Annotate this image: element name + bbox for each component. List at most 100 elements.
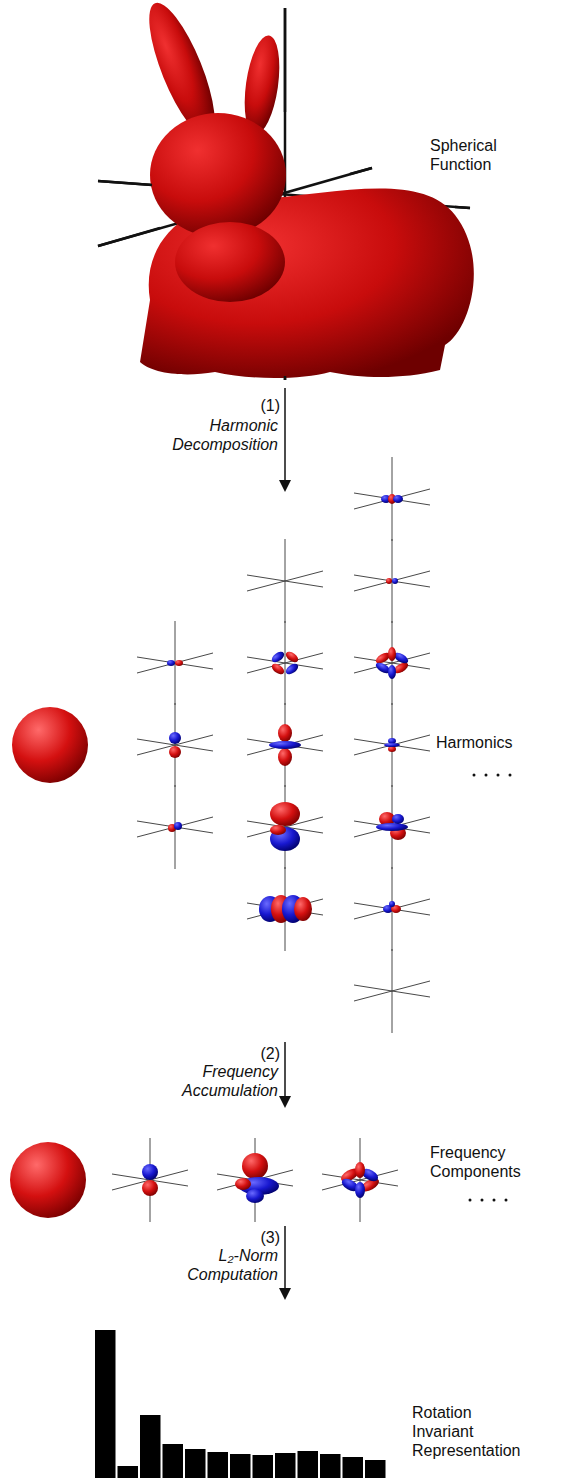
arrow-head — [279, 480, 291, 492]
bunny-head — [150, 113, 286, 237]
figure-label: Frequency Components — [430, 1143, 550, 1181]
harmonic-lobe — [386, 578, 392, 584]
histogram-bar — [140, 1415, 161, 1478]
axis-line — [354, 571, 430, 591]
harmonic-lobe — [167, 660, 175, 666]
harmonic-lobe — [242, 1153, 268, 1179]
harmonic-lobe — [12, 707, 88, 783]
harmonic-lobe — [389, 901, 395, 907]
harmonic-glyph — [354, 785, 430, 869]
harmonic-glyph — [137, 621, 213, 705]
stage-arrow — [279, 388, 291, 492]
bunny-figure — [98, 0, 474, 380]
harmonic-lobe — [376, 823, 408, 831]
axis-line — [98, 228, 160, 246]
step-name: Frequency Accumulation — [150, 1062, 278, 1100]
harmonic-lobe — [392, 814, 404, 824]
axis-line — [98, 181, 152, 185]
harmonic-glyph — [10, 1142, 86, 1218]
harmonic-lobe — [269, 741, 301, 749]
harmonic-glyph — [247, 703, 323, 787]
harmonic-lobe — [235, 1178, 251, 1190]
step-number: (2) — [248, 1044, 280, 1063]
axis-line — [354, 575, 430, 587]
harmonic-glyph — [247, 785, 323, 869]
harmonic-lobe — [174, 822, 182, 830]
harmonic-lobe — [169, 746, 181, 758]
histogram-bar — [230, 1454, 251, 1478]
axis-line — [354, 735, 430, 755]
harmonic-glyph — [137, 785, 213, 869]
harmonic-glyph — [354, 539, 430, 623]
arrow-shaft — [284, 388, 286, 482]
axis-line — [354, 489, 430, 509]
histogram-bar — [185, 1449, 206, 1478]
histogram-bar — [298, 1451, 319, 1478]
harmonic-lobe — [10, 1142, 86, 1218]
harmonic-glyph — [217, 1138, 293, 1222]
harmonic-lobe — [142, 1164, 158, 1180]
axis-line — [354, 981, 430, 1001]
arrow-head — [279, 1288, 291, 1300]
harmonic-glyph — [12, 707, 88, 783]
harmonic-glyph — [354, 949, 430, 1033]
ellipsis-dot — [493, 1199, 496, 1202]
ellipsis-dot — [505, 1199, 508, 1202]
axis-line — [137, 817, 213, 837]
axis-line — [354, 739, 430, 751]
axis-line — [247, 653, 323, 673]
ellipsis-dot — [485, 774, 488, 777]
axis-line — [284, 376, 287, 380]
harmonic-lobe — [175, 660, 183, 666]
harmonic-lobe — [284, 662, 300, 677]
histogram-bar — [253, 1455, 274, 1478]
harmonic-glyph — [354, 621, 430, 705]
axis-line — [350, 168, 372, 174]
harmonic-lobe — [270, 662, 286, 677]
harmonic-lobe — [355, 1162, 365, 1178]
step-name: Harmonic Decomposition — [150, 416, 278, 454]
harmonic-lobe — [169, 732, 181, 744]
figure-label: Rotation Invariant Representation — [412, 1403, 536, 1460]
histogram-bar — [118, 1466, 139, 1478]
stage-arrow — [279, 1226, 291, 1300]
harmonic-lobe — [388, 647, 396, 661]
harmonic-glyph — [137, 703, 213, 787]
harmonic-lobe — [392, 578, 398, 584]
harmonic-glyph — [112, 1138, 188, 1222]
histogram-bar — [95, 1330, 116, 1478]
harmonic-glyph — [354, 867, 430, 951]
step-number: (3) — [248, 1228, 280, 1247]
harmonic-lobe — [278, 724, 292, 742]
harmonic-lobe — [142, 1180, 158, 1196]
harmonic-lobe — [270, 650, 286, 665]
axis-line — [455, 207, 470, 208]
arrow-head — [279, 1096, 291, 1108]
figure-label: Spherical Function — [430, 136, 542, 174]
bunny-paw — [175, 222, 285, 302]
harmonic-glyph — [354, 457, 430, 541]
ellipsis-dot — [481, 1199, 484, 1202]
ellipsis-dot — [497, 774, 500, 777]
harmonic-lobe — [278, 748, 292, 766]
harmonic-glyph — [354, 703, 430, 787]
harmonic-glyph — [247, 539, 323, 623]
histogram-bar — [275, 1453, 296, 1478]
harmonic-lobe — [270, 802, 300, 826]
harmonic-lobe — [384, 743, 400, 747]
axis-line — [247, 571, 323, 591]
harmonic-lobe — [284, 650, 300, 665]
axis-line — [284, 8, 287, 112]
harmonic-lobe — [246, 1189, 264, 1203]
invariant-histogram — [95, 1330, 386, 1478]
harmonic-glyph — [247, 621, 323, 705]
harmonic-lobe — [294, 897, 312, 921]
step-name: L₂-Norm Computation — [150, 1246, 278, 1284]
axis-line — [137, 657, 213, 669]
axis-line — [354, 493, 430, 505]
harmonic-lobe — [270, 825, 286, 835]
step-number: (1) — [248, 396, 280, 415]
histogram-bar — [365, 1460, 386, 1478]
stage-arrow — [279, 1042, 291, 1108]
